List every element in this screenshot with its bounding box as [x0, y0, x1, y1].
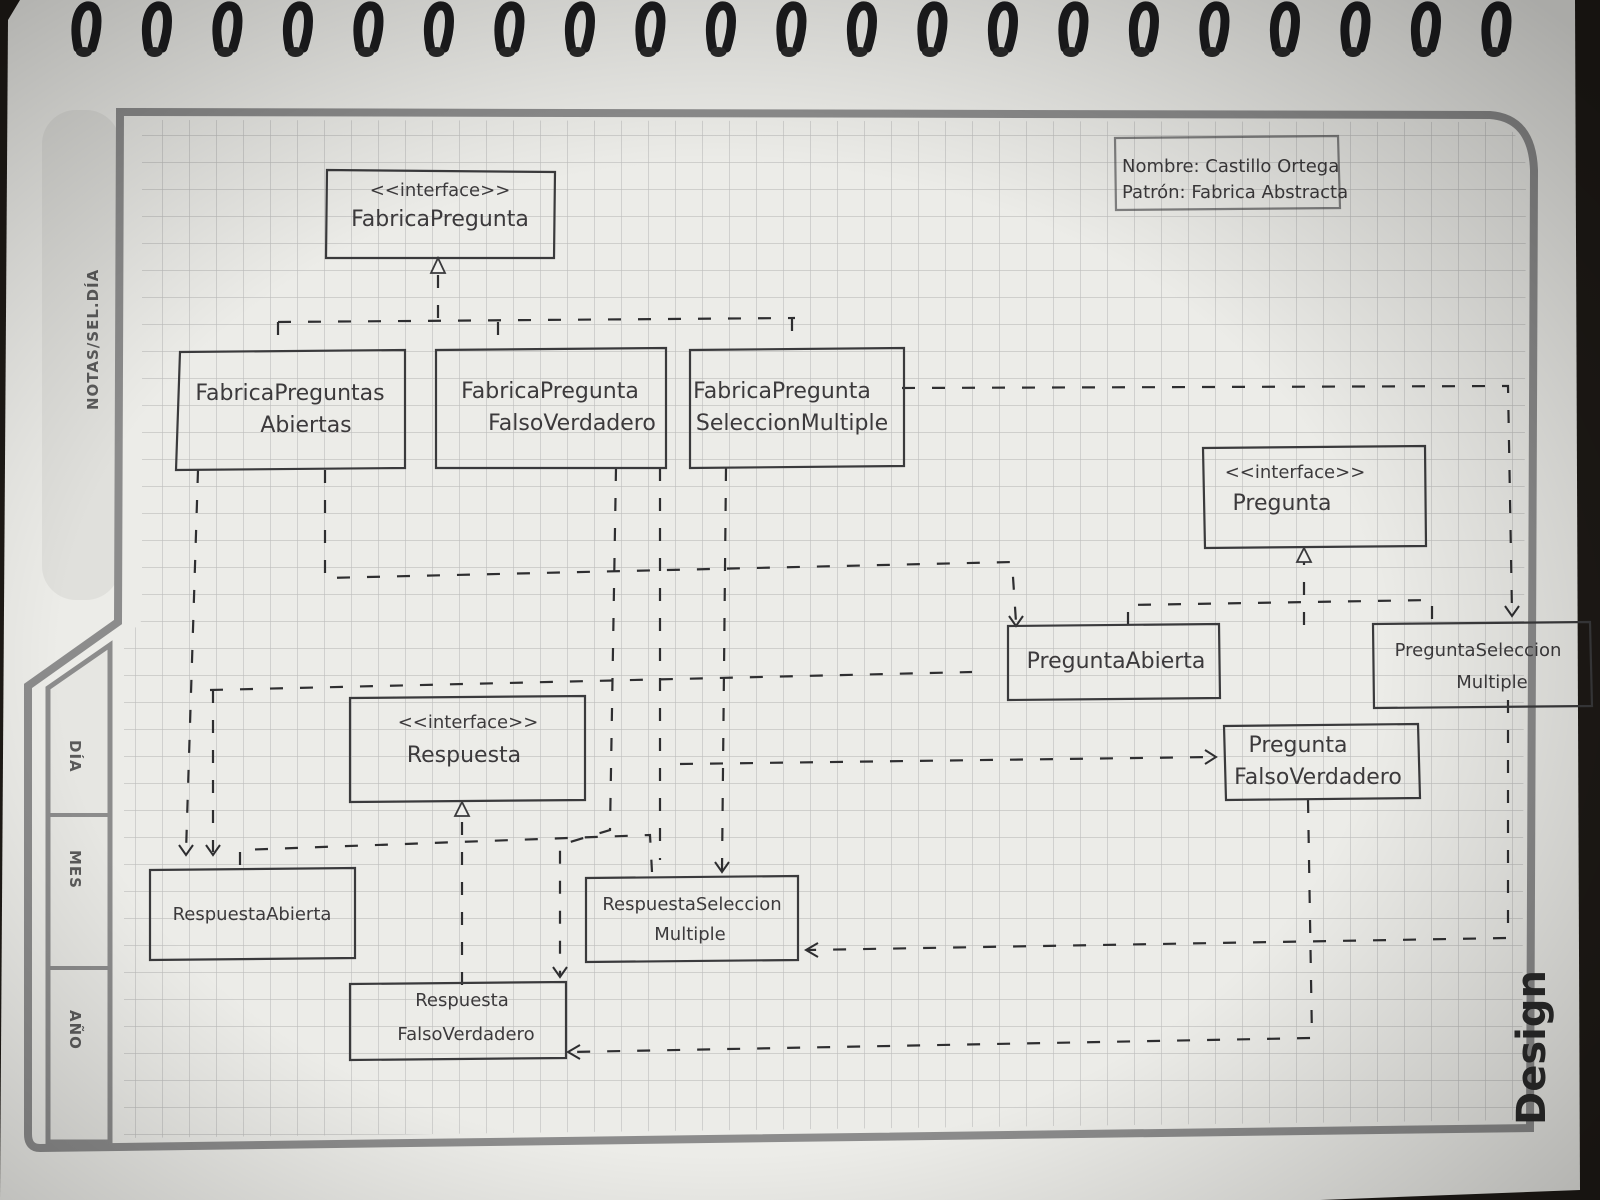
binding-hole — [217, 47, 233, 57]
binding-hole — [428, 47, 445, 57]
binding-hole — [1133, 47, 1150, 57]
class-name-line1: Pregunta — [1249, 733, 1348, 758]
binding-hole — [992, 47, 1009, 57]
author-note-line2: Patrón: Fabrica Abstracta — [1122, 182, 1348, 203]
class-name-line1: FabricaPreguntas — [195, 381, 384, 406]
class-name: RespuestaAbierta — [173, 904, 332, 925]
class-name: Pregunta — [1233, 491, 1332, 516]
tab-month: MES — [66, 850, 84, 889]
class-name-line1: PreguntaSeleccion — [1395, 640, 1562, 661]
date-margin-strip — [42, 110, 120, 600]
binding-hole — [287, 47, 304, 57]
tab-year: AÑO — [66, 1010, 85, 1050]
class-stereotype: <<interface>> — [370, 180, 511, 201]
binding-hole — [1415, 47, 1432, 57]
author-note-line1: Nombre: Castillo Ortega — [1122, 156, 1339, 177]
class-stereotype: <<interface>> — [398, 712, 539, 733]
class-name-line2: FalsoVerdadero — [1234, 765, 1402, 790]
binding-hole — [922, 47, 938, 57]
class-name-line2: FalsoVerdadero — [488, 411, 656, 436]
header-label: NOTAS/SEL.DÍA — [83, 269, 102, 410]
class-name-line2: Multiple — [1456, 672, 1528, 693]
binding-hole — [1486, 47, 1502, 57]
binding-hole — [1204, 47, 1220, 57]
binding-hole — [640, 47, 656, 57]
class-name: Respuesta — [407, 743, 521, 768]
class-name-line2: Abiertas — [260, 413, 351, 438]
class-name-line1: FabricaPregunta — [461, 379, 639, 404]
binding-hole — [1274, 47, 1291, 57]
class-name: PreguntaAbierta — [1027, 649, 1206, 674]
binding-hole — [76, 47, 92, 57]
class-name: FabricaPregunta — [351, 207, 529, 232]
class-name-line1: Respuesta — [415, 990, 509, 1011]
brand-logo: Design — [1509, 970, 1555, 1125]
binding-hole — [358, 47, 374, 57]
class-name-line1: FabricaPregunta — [693, 379, 871, 404]
class-name-line2: FalsoVerdadero — [397, 1024, 534, 1045]
binding-hole — [851, 47, 868, 57]
binding-hole — [146, 47, 163, 57]
class-name-line2: Multiple — [654, 924, 726, 945]
class-stereotype: <<interface>> — [1225, 462, 1366, 483]
tab-day: DÍA — [66, 740, 85, 773]
date-tabs: DÍA MES AÑO — [45, 640, 113, 1145]
binding-hole — [781, 47, 797, 57]
binding-hole — [1345, 47, 1361, 57]
binding-hole — [499, 47, 515, 57]
class-name-line2: SeleccionMultiple — [696, 411, 888, 436]
grid-paper — [124, 120, 1526, 1138]
binding-hole — [1063, 47, 1079, 57]
binding-hole — [710, 47, 727, 57]
class-name-line1: RespuestaSeleccion — [602, 894, 781, 915]
binding-hole — [569, 47, 586, 57]
